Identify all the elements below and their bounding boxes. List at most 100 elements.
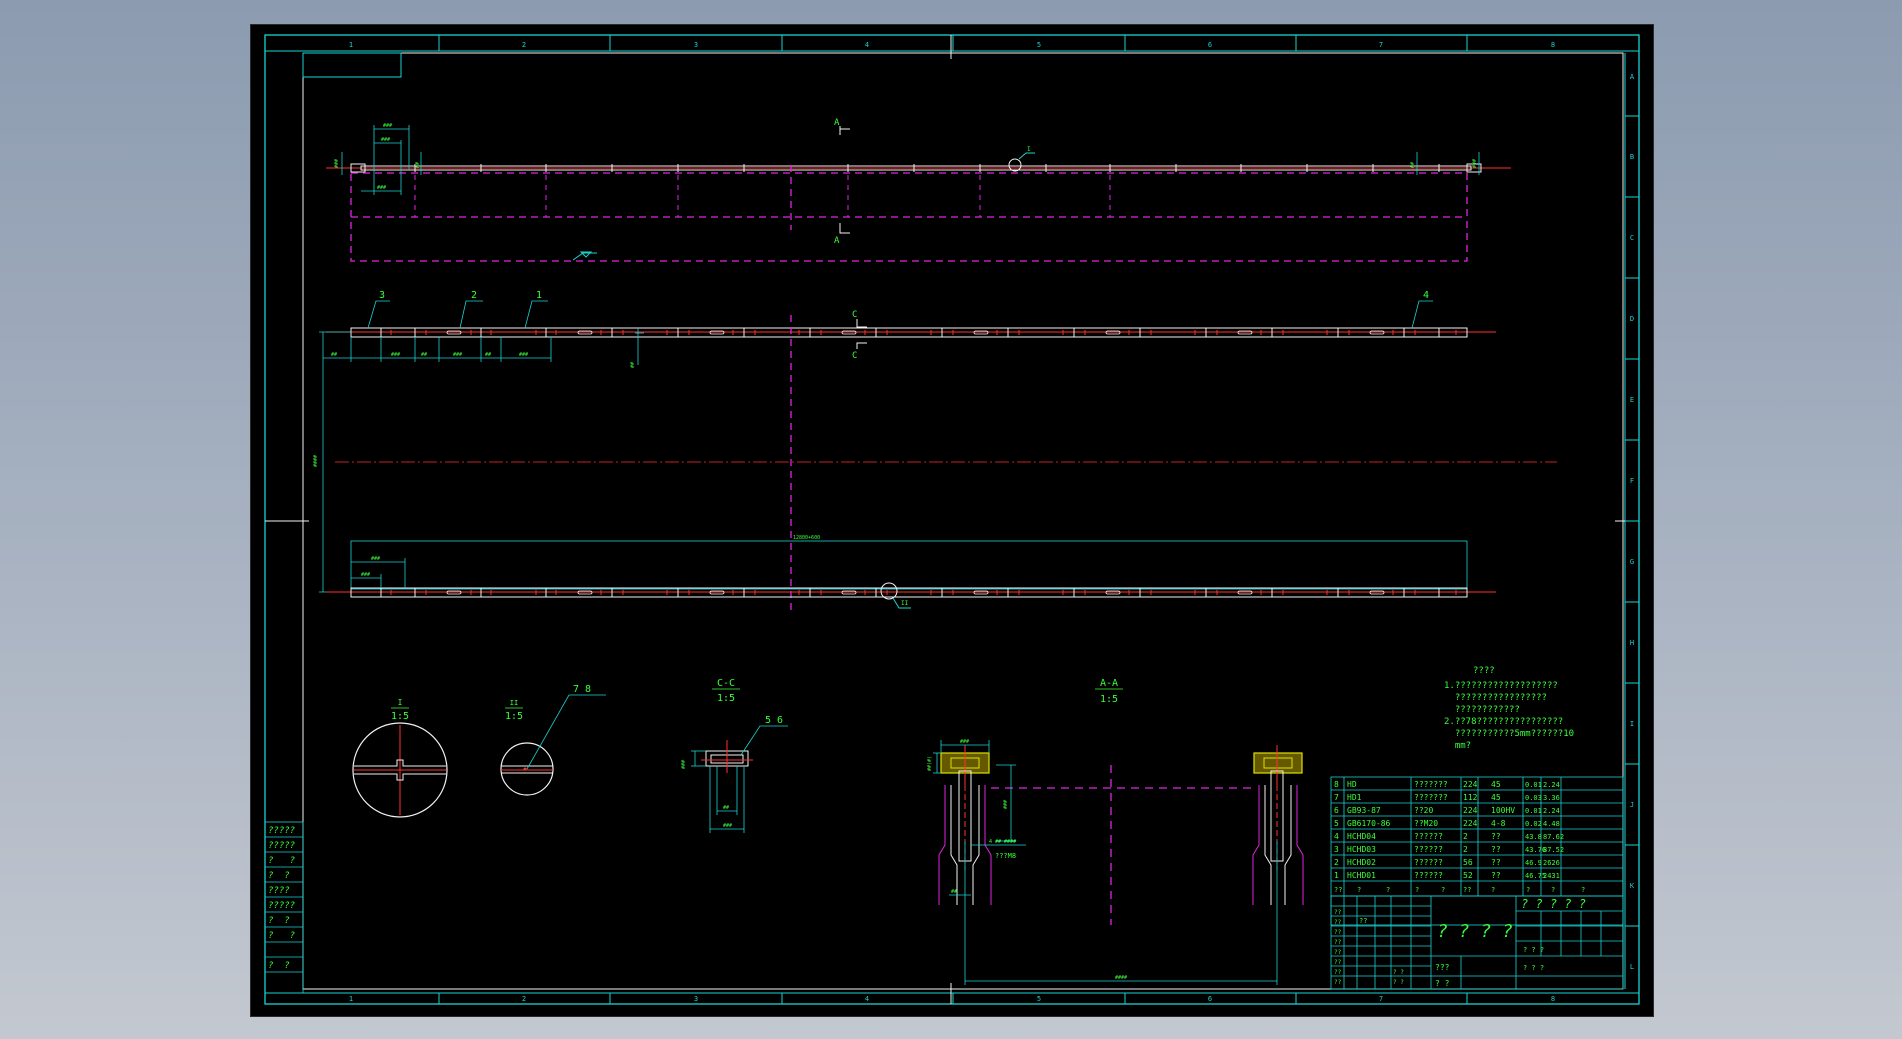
weld-note: ???M8 [995,852,1016,860]
bom-cell: 4 [1334,832,1339,841]
section-c-top-label: C [852,310,857,320]
bom-cell: ?????? [1414,832,1443,841]
svg-text:###: ### [381,137,390,143]
svg-text:? ? ?: ? ? ? [1523,946,1544,954]
svg-text:??: ?? [1334,939,1342,946]
section-a-bottom-label: A [834,236,840,246]
svg-text:? ?: ? ? [1393,969,1404,976]
svg-text:1:5: 1:5 [717,693,735,704]
svg-text:##(#): ##(#) [927,756,933,771]
notes-title: ???? [1473,666,1495,676]
svg-text:? ?: ? ? [268,961,290,971]
svg-text:? ? ? ? ?: ? ? ? ? ? [1521,897,1586,911]
bom-cell: 2626 [1543,859,1560,867]
svg-text:?: ? [1386,886,1390,894]
svg-text:??: ?? [1334,929,1342,936]
bom-cell: ?????? [1414,871,1443,880]
bom-cell: ?? [1491,858,1501,867]
svg-text:G: G [1630,558,1634,566]
bom-cell: GB6170-86 [1347,819,1391,828]
svg-text:##: ## [415,162,421,168]
svg-text:1:5: 1:5 [1100,694,1118,705]
bom-cell: HCHD02 [1347,858,1376,867]
bom-cell: 46.9 [1525,859,1542,867]
svg-text:? ?: ? ? [1393,979,1404,986]
svg-text:1: 1 [349,995,353,1003]
svg-text:##: ## [630,362,636,368]
svg-text:2.??78????????????????: 2.??78???????????????? [1444,717,1563,727]
bom-cell: 45 [1491,780,1501,789]
svg-text:###: ### [723,823,732,829]
svg-text:I: I [398,698,403,707]
svg-text:3: 3 [694,41,698,49]
svg-text:##: ## [951,889,957,895]
svg-text:??: ?? [1334,919,1342,926]
bom-cell: 52 [1463,871,1473,880]
section-cc-view: C-C 1:5 ##### ### 5 6 [681,678,788,833]
bom-cell: ??20 [1414,806,1433,815]
bottom-plan-rail: ###### 12800+600 II [326,535,1496,609]
bom-cell: HCHD01 [1347,871,1376,880]
svg-text:??: ?? [1359,917,1367,925]
svg-text:###: ### [334,159,340,168]
bom-cell: ?? [1491,871,1501,880]
overall-length-label: 12800+600 [793,535,820,541]
svg-text:4: 4 [865,41,869,49]
svg-text:?: ? [1581,886,1585,894]
svg-text:?????????????????: ????????????????? [1444,693,1547,703]
svg-text:###: ### [1472,159,1478,168]
svg-text:????????????: ???????????? [1444,705,1520,715]
svg-text:##: ## [485,352,491,358]
bom-cell: ??????? [1414,780,1448,789]
bom-cell: 0.01 [1525,807,1542,815]
svg-text:I: I [1630,720,1634,728]
svg-text:??: ?? [1334,909,1342,916]
balloon-2: 2 [471,290,477,301]
svg-text:7: 7 [1379,41,1383,49]
bom-cell: 87.62 [1543,833,1564,841]
outer-frame [264,34,1640,1005]
bom-cell: ??????? [1414,793,1448,802]
bom-cell: 56 [1463,858,1473,867]
top-left-box [302,52,402,78]
svg-text:?: ? [1357,886,1361,894]
svg-text:####: #### [313,455,319,467]
svg-text:A-A: A-A [1100,678,1118,689]
bom-cell: 6 [1334,806,1339,815]
svg-text:E: E [1630,396,1634,404]
section-aa-view: A-A 1:5 [927,678,1304,985]
bom-cell: 224 [1463,806,1478,815]
bom-cell: 0.01 [1525,781,1542,789]
svg-text:D: D [1630,315,1634,323]
bom-cell: 224 [1463,819,1478,828]
svg-text:??: ?? [1334,949,1342,956]
svg-text:L: L [1630,963,1634,971]
bom-cell: 2431 [1543,872,1560,880]
svg-text:1:5: 1:5 [505,711,523,722]
bom-cell: 1 [1334,871,1339,880]
svg-text:###: ### [519,352,528,358]
svg-text:###: ### [960,739,969,745]
svg-text:???????????5mm??????10: ???????????5mm??????10 [1444,729,1574,739]
svg-text:5: 5 [1037,41,1041,49]
svg-text:C-C: C-C [717,678,735,689]
bom-cell: 3.36 [1543,794,1560,802]
section-c-bottom-label: C [852,351,857,361]
svg-text:II: II [510,699,518,707]
left-strip: ????? ????? ? ? ? ? ???? ????? ? ? ? ? ?… [264,821,304,994]
bom-cell: 2.24 [1543,781,1560,789]
svg-text:4 ## ####: 4 ## #### [989,839,1016,845]
balloon-3: 3 [379,290,385,301]
svg-text:??: ?? [1334,886,1342,894]
bom-cell: HD [1347,780,1357,789]
bom-cell: 2 [1334,858,1339,867]
bom-cell: 43.8 [1525,833,1542,841]
svg-text:3: 3 [694,995,698,1003]
top-elevation-view: ######### ### ## ## ### I A A [326,118,1511,262]
detail-i-view: I 1:5 [352,698,448,818]
svg-text:###: ### [681,760,687,769]
bom-cell: 7 [1334,793,1339,802]
